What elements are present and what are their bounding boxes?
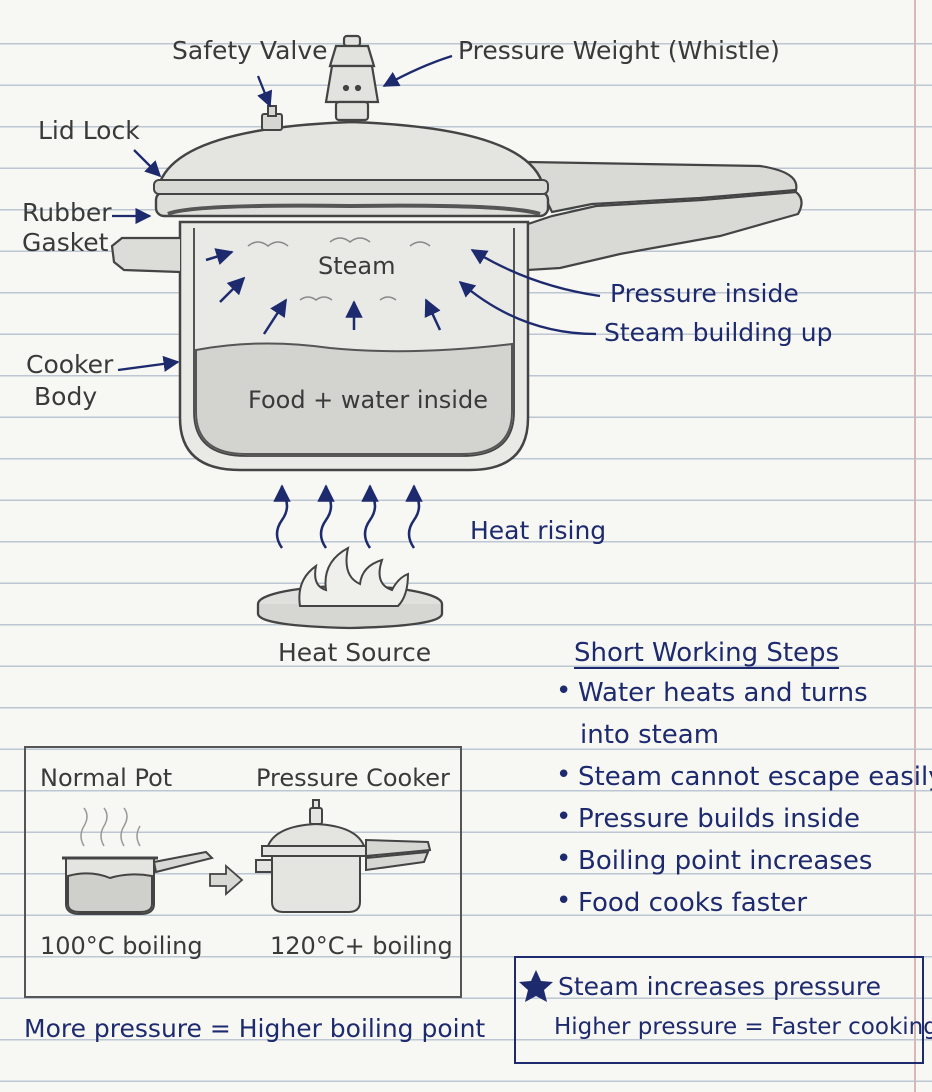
rubber-gasket bbox=[167, 203, 541, 216]
normal-temp-label: 100°C boiling bbox=[40, 932, 203, 960]
safety-valve-part bbox=[261, 105, 283, 131]
pressure-inside-pointer bbox=[470, 249, 601, 298]
steam-building-label: Steam building up bbox=[604, 318, 833, 347]
pressure-weight-part bbox=[324, 34, 380, 122]
step-bullet-2: • bbox=[556, 760, 572, 790]
conclusion-label: More pressure = Higher boiling point bbox=[24, 1014, 486, 1043]
normal-pot-steam bbox=[80, 807, 141, 847]
step-bullet-1: • bbox=[556, 676, 572, 706]
food-water-fill bbox=[195, 342, 513, 455]
normal-pot-drawing bbox=[62, 850, 214, 915]
step-item-4: Boiling point increases bbox=[578, 846, 873, 876]
comparison-arrow-icon bbox=[209, 864, 244, 896]
heat-rising-label: Heat rising bbox=[470, 516, 607, 545]
heat-source-burner bbox=[256, 546, 444, 630]
side-handle-left bbox=[110, 236, 181, 274]
normal-pot-label: Normal Pot bbox=[40, 764, 173, 792]
cooker-body-pointer bbox=[117, 355, 180, 372]
step-item-1-cont: into steam bbox=[580, 720, 720, 750]
step-bullet-5: • bbox=[556, 886, 572, 916]
gasket-label: Gasket bbox=[22, 228, 109, 257]
step-bullet-3: • bbox=[556, 802, 572, 832]
step-bullet-4: • bbox=[556, 844, 572, 874]
cooker-label: Cooker bbox=[26, 350, 114, 379]
step-item-5: Food cooks faster bbox=[578, 888, 808, 918]
cooker-temp-label: 120°C+ boiling bbox=[270, 932, 453, 960]
step-item-1: Water heats and turns bbox=[578, 678, 868, 708]
steam-arrows bbox=[205, 248, 442, 335]
pressure-weight-pointer bbox=[382, 54, 453, 88]
step-item-3: Pressure builds inside bbox=[578, 804, 861, 834]
steam-building-pointer bbox=[458, 280, 597, 336]
lid-lock-pointer bbox=[133, 149, 162, 178]
star-icon bbox=[519, 970, 553, 1002]
pressure-inside-label: Pressure inside bbox=[610, 279, 799, 308]
steam-label: Steam bbox=[318, 252, 396, 280]
rubber-label: Rubber bbox=[22, 198, 112, 227]
summary-line-1: Steam increases pressure bbox=[558, 972, 881, 1001]
pressure-weight-label: Pressure Weight (Whistle) bbox=[458, 36, 780, 65]
summary-line-2: Higher pressure = Faster cooking bbox=[554, 1014, 932, 1040]
heat-rising-arrows bbox=[273, 484, 423, 549]
steps-title: Short Working Steps bbox=[574, 638, 840, 668]
notebook-margin-line bbox=[914, 0, 916, 1092]
long-handle bbox=[526, 160, 803, 272]
lid-lock-label: Lid Lock bbox=[38, 116, 140, 145]
heat-source-label: Heat Source bbox=[278, 638, 432, 667]
food-water-label: Food + water inside bbox=[248, 386, 488, 414]
body-label: Body bbox=[34, 382, 98, 411]
summary-box bbox=[514, 956, 924, 1064]
mini-pressure-cooker-drawing bbox=[255, 799, 432, 913]
steam-clouds bbox=[247, 237, 431, 301]
safety-valve-pointer bbox=[256, 75, 273, 108]
safety-valve-label: Safety Valve bbox=[172, 36, 328, 65]
pressure-cooker-label: Pressure Cooker bbox=[256, 764, 450, 792]
cooker-lid bbox=[158, 120, 544, 184]
flame-icon bbox=[298, 546, 410, 607]
comparison-box bbox=[24, 746, 462, 998]
step-item-2: Steam cannot escape easily bbox=[578, 762, 932, 792]
